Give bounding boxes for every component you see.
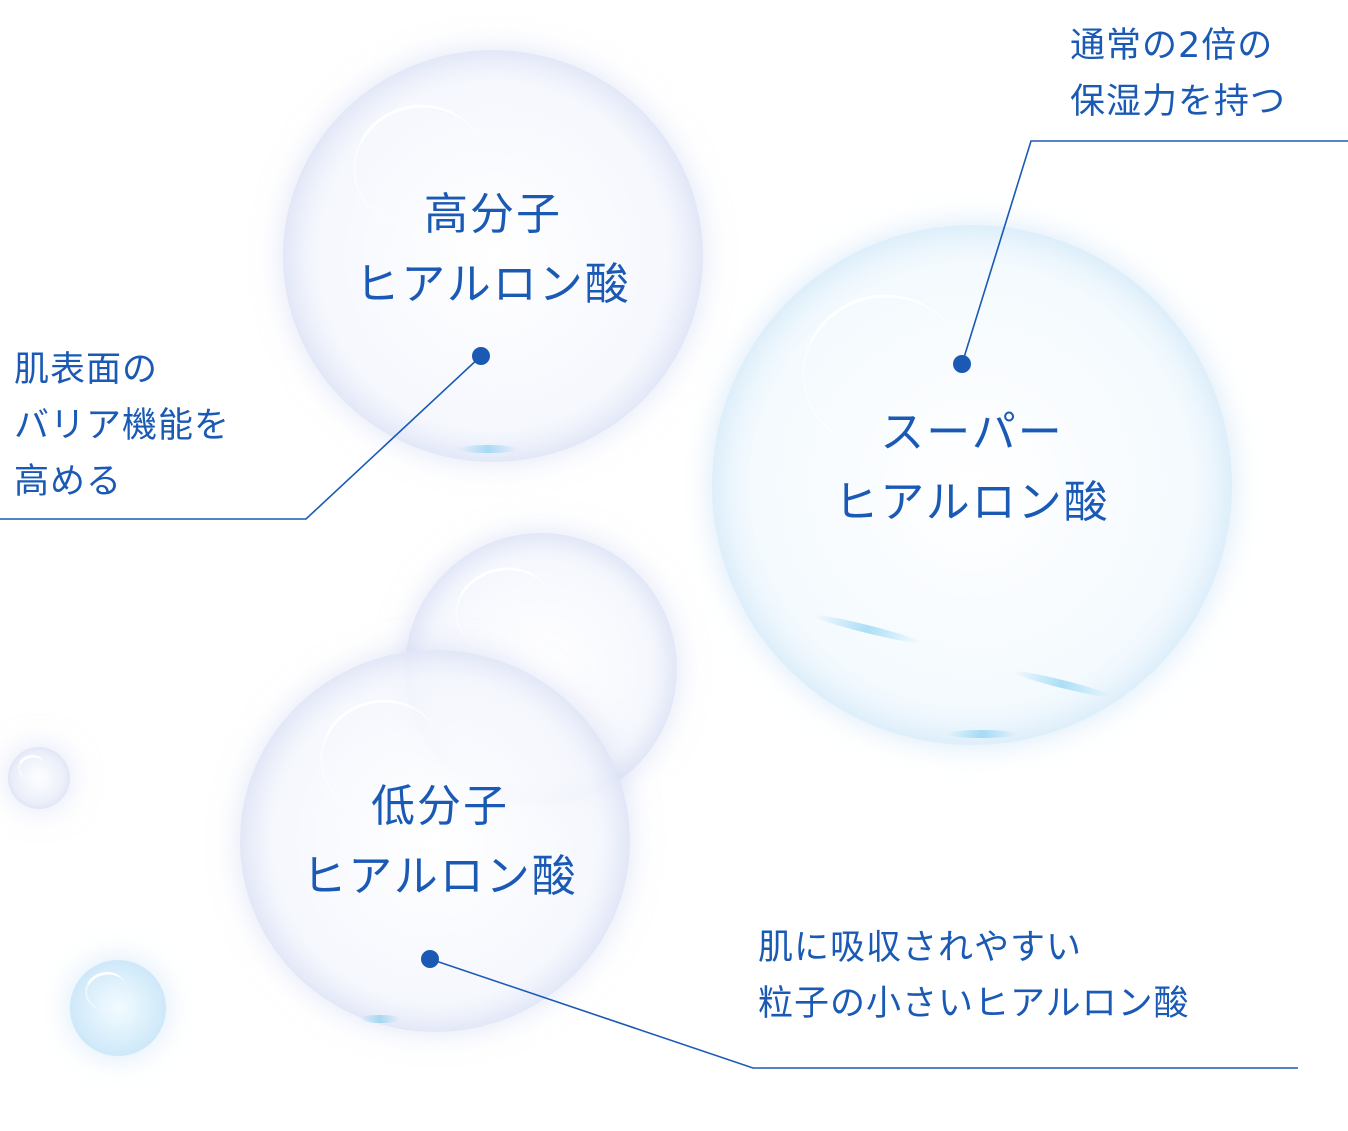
note-high-line2: バリア機能を <box>14 406 231 446</box>
note-super-line1: 通常の2倍の <box>1070 26 1274 66</box>
leader-line-low <box>429 958 1298 1069</box>
marker-dot-super <box>953 355 971 373</box>
marker-dot-low <box>421 950 439 968</box>
bubble-high-molecular <box>283 50 703 462</box>
note-low-line1: 肌に吸収されやすい <box>758 928 1083 968</box>
bubble-tiny-left <box>8 747 70 809</box>
label-low-molecular: 低分子 ヒアルロン酸 <box>240 772 640 912</box>
label-super-line1: スーパー <box>880 407 1064 458</box>
bubble-tiny-bottom <box>70 960 166 1056</box>
bubble-low-molecular <box>240 650 630 1032</box>
note-low-line2: 粒子の小さいヒアルロン酸 <box>758 984 1190 1024</box>
leader-line-high <box>0 355 482 520</box>
note-low: 肌に吸収されやすい 粒子の小さいヒアルロン酸 <box>758 920 1190 1032</box>
bubble-super <box>712 225 1232 745</box>
label-high-molecular: 高分子 ヒアルロン酸 <box>283 180 703 320</box>
label-high-line1: 高分子 <box>424 189 562 240</box>
leader-line-super <box>961 140 1348 365</box>
label-super-line2: ヒアルロン酸 <box>834 477 1110 528</box>
note-high-line1: 肌表面の <box>14 350 159 390</box>
note-super-line2: 保湿力を持つ <box>1070 82 1287 122</box>
note-super: 通常の2倍の 保湿力を持つ <box>1070 18 1286 130</box>
label-super: スーパー ヒアルロン酸 <box>712 398 1232 538</box>
note-high-line3: 高める <box>14 462 123 502</box>
marker-dot-high <box>472 347 490 365</box>
label-low-line1: 低分子 <box>371 781 509 832</box>
label-low-line2: ヒアルロン酸 <box>302 851 578 902</box>
note-high: 肌表面の バリア機能を 高める <box>14 342 230 510</box>
label-high-line2: ヒアルロン酸 <box>355 259 631 310</box>
